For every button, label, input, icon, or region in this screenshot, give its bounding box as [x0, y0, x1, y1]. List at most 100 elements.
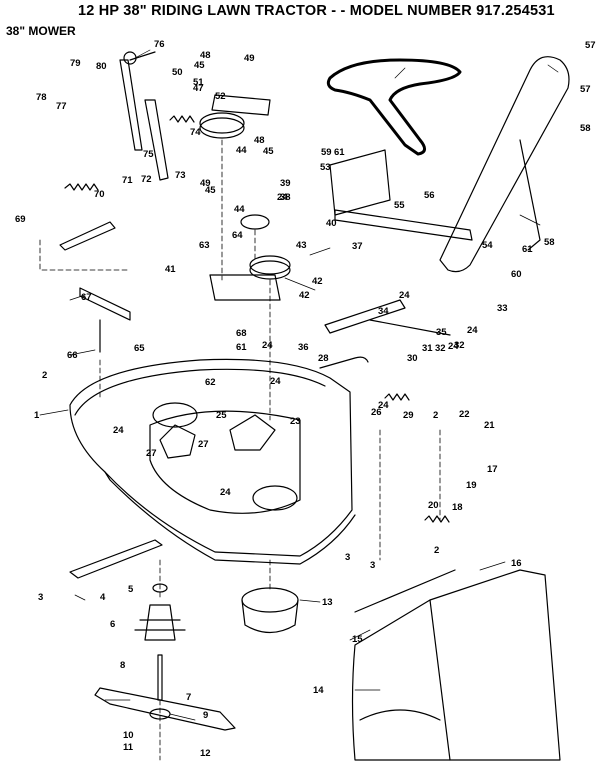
callout-label: 45 [194, 60, 205, 71]
spring-27 [384, 393, 410, 401]
callout-label: 29 [403, 410, 414, 421]
callout-label: 61 [522, 244, 533, 255]
callout-label: 71 [122, 175, 133, 186]
callout-label: 50 [172, 67, 183, 78]
callout-label: 8 [120, 660, 125, 671]
callout-label: 6 [110, 619, 115, 630]
callout-label: 3 [370, 560, 375, 571]
callout-label: 19 [466, 480, 477, 491]
callout-label: 72 [141, 174, 152, 185]
callout-label: 1 [34, 410, 40, 421]
callout-label: 21 [484, 420, 495, 431]
callout-label: 77 [56, 101, 67, 112]
callout-label: 74 [190, 127, 201, 138]
callout-label: 24 [262, 340, 273, 351]
callout-label: 32 [454, 340, 465, 351]
callout-label: 27 [198, 439, 209, 450]
callout-label: 16 [511, 558, 522, 569]
callout-label: 54 [482, 240, 493, 251]
callout-label: 9 [203, 710, 208, 721]
callout-label: 62 [205, 377, 216, 388]
callout-label: 63 [199, 240, 210, 251]
callout-label: 26 [371, 407, 382, 418]
callout-label: 59 [321, 147, 332, 158]
callout-label: 24 [378, 400, 389, 411]
callout-label: 58 [580, 123, 591, 134]
callout-label: 64 [232, 230, 243, 241]
callout-label: 24 [399, 290, 410, 301]
spring-20 [424, 515, 450, 523]
callout-label: 52 [215, 91, 226, 102]
callout-label: 76 [154, 39, 165, 50]
mower-deck [69, 358, 356, 565]
callout-label: 65 [134, 343, 145, 354]
spring-upper [169, 115, 195, 123]
callout-label: 44 [234, 204, 245, 215]
callout-label: 18 [452, 502, 463, 513]
deck-bracket [209, 94, 281, 301]
callout-label: 4 [100, 592, 106, 603]
callout-label: 42 [299, 290, 310, 301]
blade-spindle [134, 583, 186, 701]
callout-label: 2 [42, 370, 47, 381]
callout-label: 14 [313, 685, 324, 696]
hanger-bar-front [79, 287, 131, 353]
assembly-lines [39, 139, 441, 761]
callout-label: 57 [580, 84, 591, 95]
callout-label: 56 [424, 190, 435, 201]
callout-labels: 1222333456789101112131415161718192021222… [15, 39, 596, 759]
callout-label: 25 [216, 410, 227, 421]
callout-label: 20 [428, 500, 439, 511]
lift-lever [439, 56, 570, 273]
spindle-cover [241, 587, 299, 634]
callout-label: 22 [459, 409, 470, 420]
drive-belt [326, 58, 462, 156]
callout-label: 41 [165, 264, 176, 275]
callout-label: 44 [236, 145, 247, 156]
callout-label: 12 [200, 748, 211, 759]
callout-label: 3 [345, 552, 350, 563]
callout-label: 28 [318, 353, 329, 364]
callout-label: 45 [205, 185, 216, 196]
callout-label: 67 [81, 292, 92, 303]
callout-label: 36 [298, 342, 309, 353]
callout-label: 51 [193, 77, 204, 88]
callout-label: 80 [96, 61, 107, 72]
callout-label: 53 [320, 162, 331, 173]
chute-rod [354, 569, 456, 613]
callout-label: 31 [422, 343, 433, 354]
callout-label: 3 [38, 592, 43, 603]
callout-label: 33 [497, 303, 508, 314]
callout-label: 2 [433, 410, 438, 421]
callout-label: 24 [220, 487, 231, 498]
callout-label: 2 [434, 545, 439, 556]
callout-label: 32 [435, 343, 446, 354]
callout-label: 34 [378, 306, 389, 317]
callout-label: 49 [244, 53, 255, 64]
callout-label: 24 [270, 376, 281, 387]
callout-label: 11 [123, 742, 134, 753]
callout-label: 61 [334, 147, 345, 158]
callout-label: 57 [585, 40, 596, 51]
callout-label: 13 [322, 597, 333, 608]
callout-label: 42 [312, 276, 323, 287]
callout-label: 24 [448, 341, 459, 352]
callout-label: 66 [67, 350, 78, 361]
callout-label: 68 [236, 328, 247, 339]
mower-blade [94, 687, 236, 731]
callout-label: 49 [200, 178, 211, 189]
callout-label: 24 [113, 425, 124, 436]
callout-label: 73 [175, 170, 186, 181]
hanger-bar-left [69, 539, 163, 579]
callout-label: 15 [352, 634, 363, 645]
callout-label: 48 [200, 50, 211, 61]
callout-label: 35 [436, 327, 447, 338]
callout-label: 61 [236, 342, 247, 353]
callout-label: 75 [143, 149, 154, 160]
callout-label: 30 [407, 353, 418, 364]
callout-label: 69 [15, 214, 26, 225]
callout-label: 70 [94, 189, 105, 200]
side-bracket [329, 149, 473, 241]
pulley-upper [199, 112, 245, 139]
